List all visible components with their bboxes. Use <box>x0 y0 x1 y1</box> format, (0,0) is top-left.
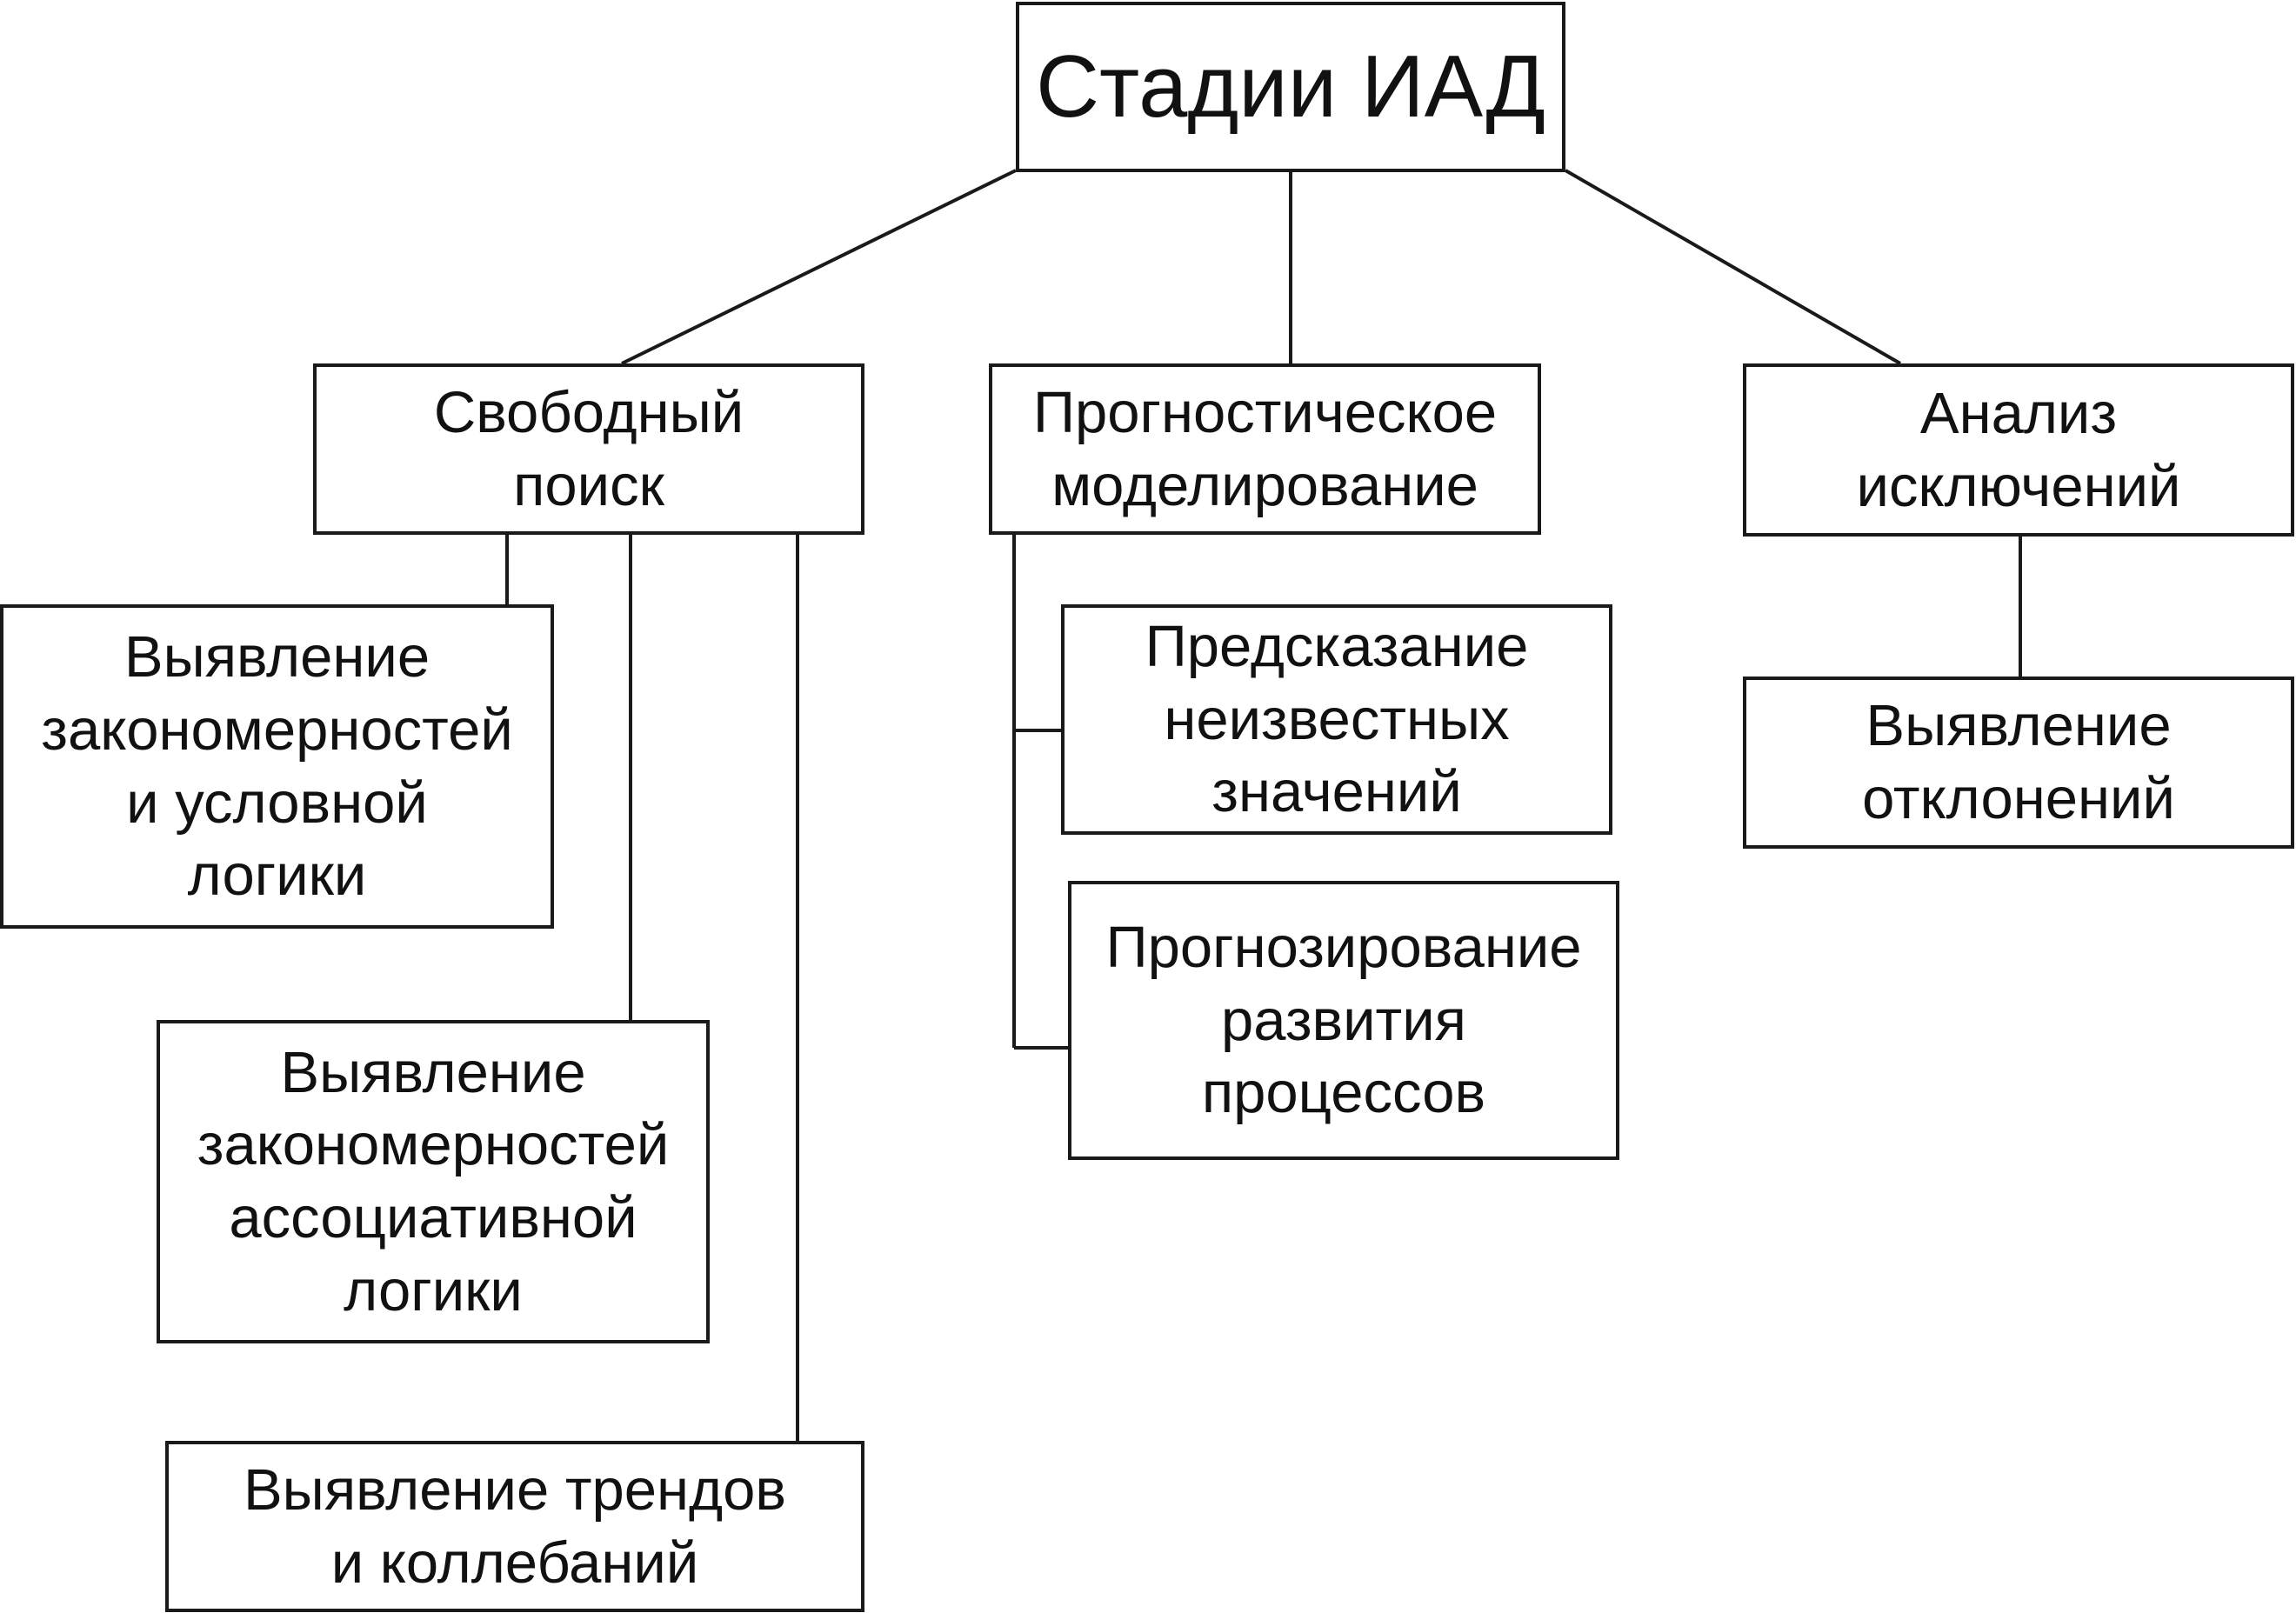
leaf-box-trends-and-oscillations: Выявление трендов и коллебаний <box>165 1441 864 1612</box>
leaf-forecasting-line-1: Прогнозирование <box>1105 914 1582 980</box>
branch-box-predictive-modeling: Прогностическое моделирование <box>989 363 1541 535</box>
connector-root-to-exceptions <box>1565 169 1901 365</box>
branch-box-free-search: Свободный поиск <box>313 363 864 535</box>
leaf-associative-line-3: ассоциативной <box>229 1185 637 1250</box>
leaf-forecasting-line-3: процессов <box>1201 1060 1486 1126</box>
connector-root-to-free-search <box>621 169 1017 365</box>
leaf-conditional-line-1: Выявление <box>123 624 430 690</box>
branch-free-search-line-2: поиск <box>513 452 664 518</box>
leaf-conditional-line-2: закономерностей <box>41 697 513 763</box>
leaf-trends-line-2: и коллебаний <box>330 1530 699 1596</box>
leaf-deviation-line-2: отклонений <box>1862 766 2175 831</box>
leaf-forecasting-line-2: развития <box>1221 987 1466 1053</box>
leaf-box-process-forecasting: Прогнозирование развития процессов <box>1068 881 1619 1160</box>
leaf-deviation-line-1: Выявление <box>1866 693 2172 759</box>
branch-exceptions-line-2: исключений <box>1856 453 2181 519</box>
leaf-box-conditional-logic-patterns: Выявление закономерностей и условной лог… <box>0 604 554 929</box>
root-box-iad-stages: Стадии ИАД <box>1016 2 1565 172</box>
leaf-conditional-line-3: и условной <box>126 770 428 836</box>
leaf-conditional-line-4: логики <box>187 843 367 909</box>
branch-predictive-line-1: Прогностическое <box>1032 379 1498 445</box>
leaf-associative-line-1: Выявление <box>280 1039 586 1105</box>
leaf-box-unknown-value-prediction: Предсказание неизвестных значений <box>1061 604 1612 835</box>
leaf-associative-line-4: логики <box>344 1257 523 1323</box>
leaf-trends-line-1: Выявление трендов <box>243 1456 786 1523</box>
leaf-prediction-line-1: Предсказание <box>1145 613 1529 679</box>
leaf-associative-line-2: закономерностей <box>197 1112 670 1178</box>
leaf-prediction-line-2: неизвестных <box>1164 686 1510 752</box>
branch-exceptions-line-1: Анализ <box>1919 380 2118 446</box>
leaf-prediction-line-3: значений <box>1211 759 1462 825</box>
branch-free-search-line-1: Свободный <box>433 379 744 445</box>
leaf-box-deviation-detection: Выявление отклонений <box>1743 677 2294 849</box>
branch-predictive-line-2: моделирование <box>1051 452 1478 518</box>
branch-box-exception-analysis: Анализ исключений <box>1743 363 2294 537</box>
leaf-box-associative-logic-patterns: Выявление закономерностей ассоциативной … <box>157 1020 710 1343</box>
root-title-line-1: Стадии ИАД <box>1036 37 1545 136</box>
